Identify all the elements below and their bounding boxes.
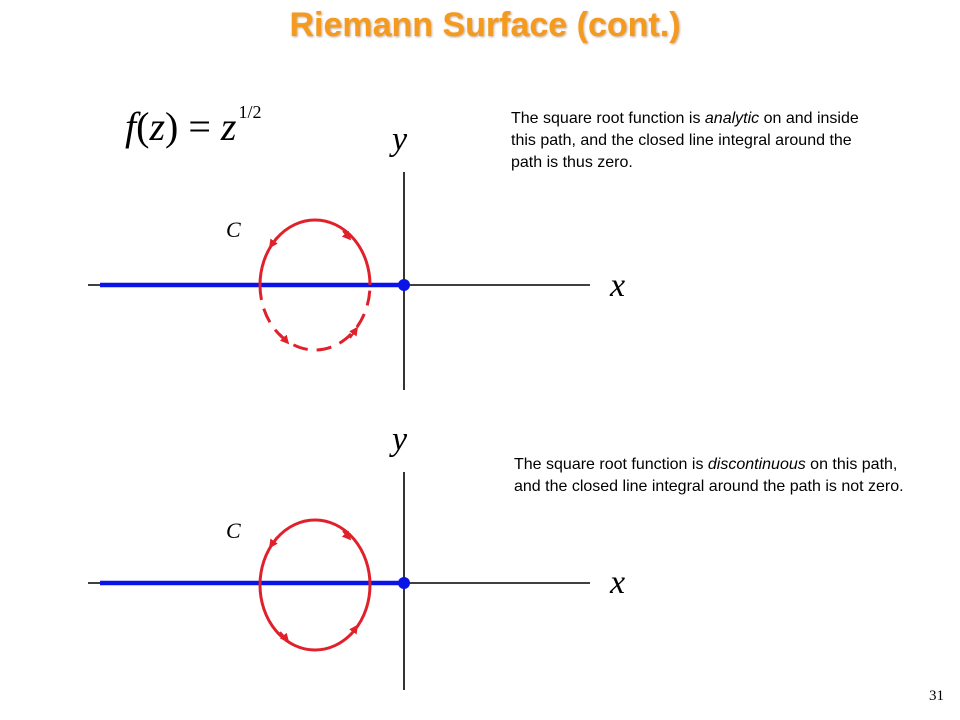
top-description-part-2: on and inside this path, and the closed …: [511, 110, 859, 171]
formula-base: z: [220, 104, 237, 149]
bottom-arrow-lower-right: [349, 624, 359, 637]
top-x-label: x: [609, 267, 625, 304]
top-y-label: y: [389, 121, 408, 158]
slide-title: Riemann Surface (cont.): [289, 6, 681, 44]
top-contour-lower-dashed: [258, 284, 372, 352]
bottom-description: The square root function is discontinuou…: [514, 454, 914, 498]
bottom-y-label: y: [389, 421, 408, 458]
bottom-arrow-upper-left: [268, 536, 278, 549]
bottom-contour-label: C: [226, 518, 241, 543]
formula-exponent: 1/2: [238, 102, 262, 122]
top-arrow-lower-left: [279, 333, 290, 345]
bottom-arrow-lower-left: [279, 631, 290, 643]
bottom-branch-point: [398, 577, 410, 589]
top-contour-label: C: [226, 217, 241, 242]
bottom-x-label: x: [609, 564, 625, 601]
top-panel: C x y: [88, 121, 625, 390]
top-description-part-1: The square root function is: [511, 110, 705, 127]
bottom-contour: [258, 518, 372, 652]
top-arrow-upper-right: [341, 230, 352, 241]
top-arrow-lower-right: [349, 326, 359, 339]
bottom-description-emphasis: discontinuous: [707, 456, 806, 473]
formula-function-name: f: [125, 104, 137, 149]
bottom-panel: C x y: [88, 421, 625, 690]
top-arrow-upper-left: [268, 236, 278, 249]
top-description: The square root function is analytic on …: [511, 108, 876, 174]
bottom-description-part-1: The square root function is: [514, 456, 708, 473]
formula-variable: z: [149, 104, 166, 149]
bottom-arrow-upper-right: [341, 530, 352, 541]
top-branch-point: [398, 279, 410, 291]
formula-close-equals: ) =: [165, 104, 211, 149]
top-description-emphasis: analytic: [704, 110, 760, 127]
top-contour-upper: [258, 218, 372, 286]
formula-open-paren: (: [136, 104, 150, 149]
bottom-description-part-2: on this path, and the closed line integr…: [514, 456, 904, 495]
page-number: 31: [929, 688, 944, 704]
